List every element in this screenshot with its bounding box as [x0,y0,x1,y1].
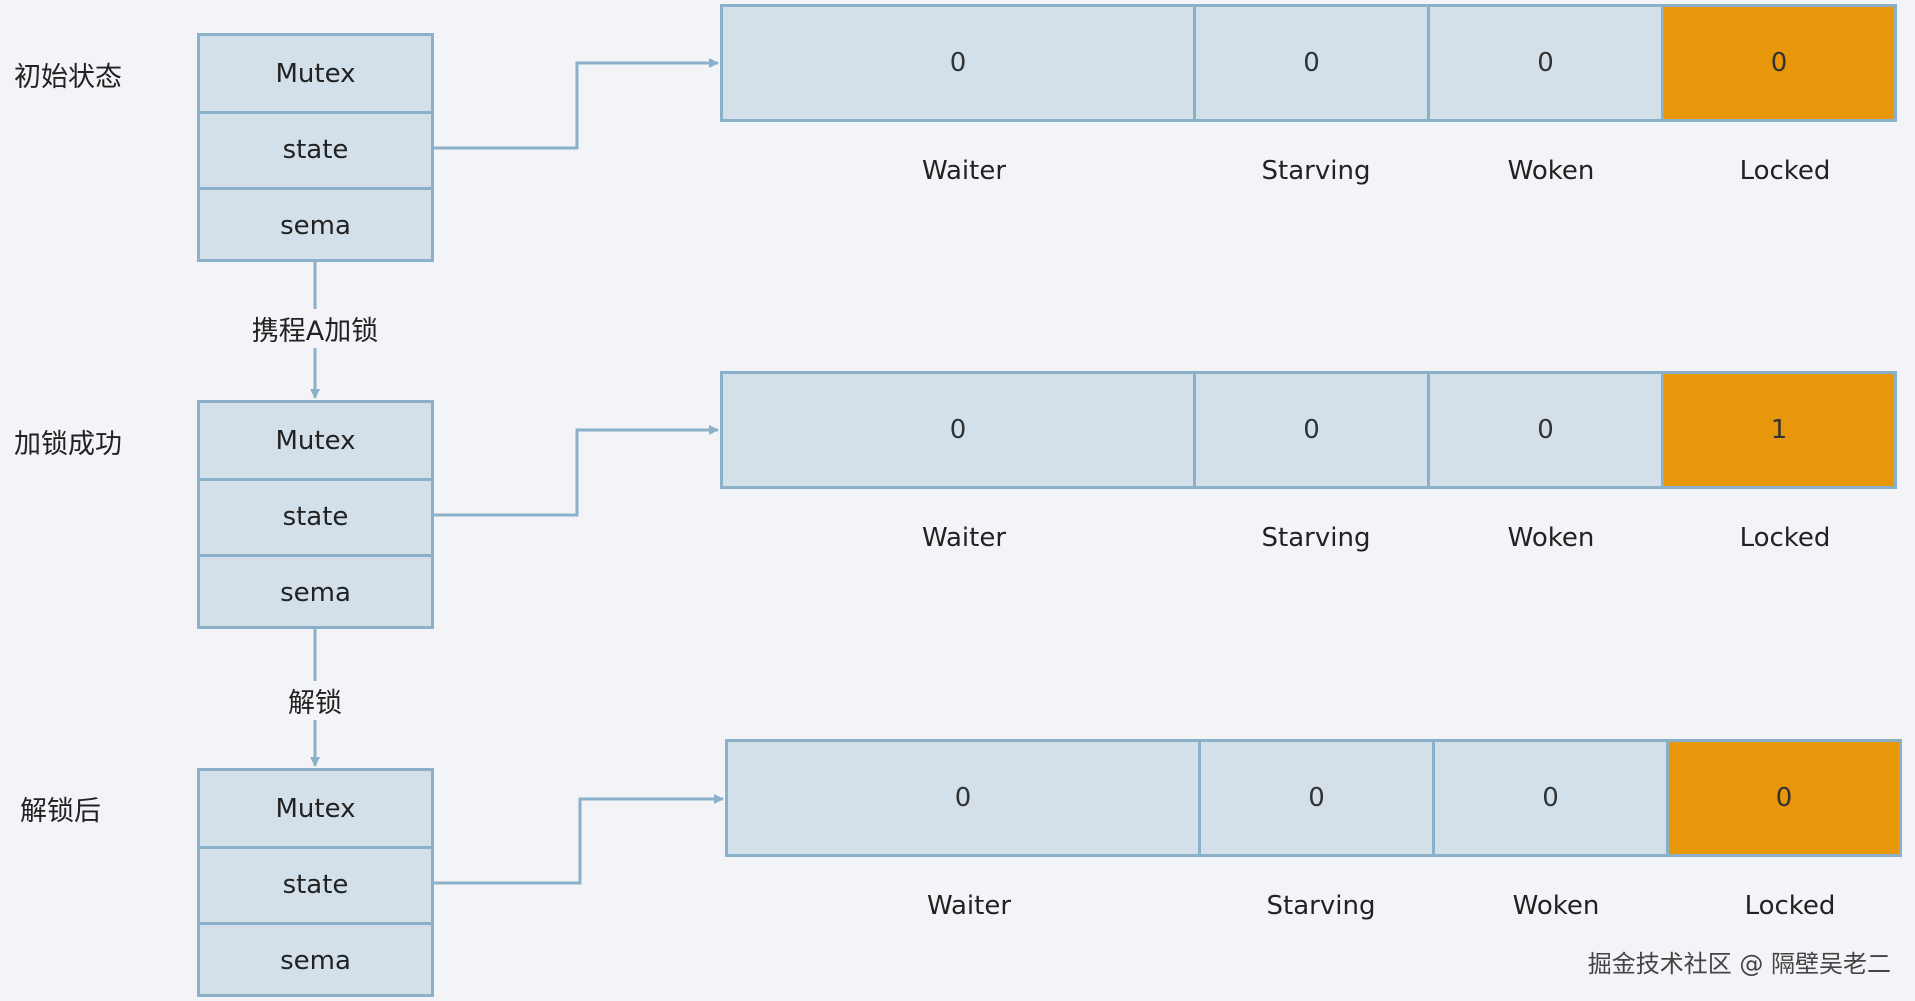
mutex-field-state: state [200,478,431,553]
transition-label: 携程A加锁 [247,309,383,348]
bit-name-woken: Woken [1507,523,1595,553]
mutex-struct: Mutex state sema [197,33,434,262]
bit-name-starving: Starving [1261,156,1371,186]
mutex-field-sema: sema [200,921,431,997]
bit-name-waiter: Waiter [921,523,1007,553]
mutex-field-mutex: Mutex [275,58,356,89]
bit-name-starving: Starving [1261,523,1371,553]
bit-waiter: 0 [949,48,967,78]
stage-label: 初始状态 [14,62,122,93]
mutex-field-sema: sema [200,553,431,629]
mutex-field-sema: sema [200,186,431,262]
bit-name-waiter: Waiter [926,891,1012,921]
bit-locked: 0 [1661,7,1894,119]
bit-locked: 1 [1661,374,1894,486]
state-bit-bar: 0 0 0 0 [720,4,1897,122]
stage-label: 解锁后 [20,796,101,827]
state-bit-bar: 0 0 0 0 [725,739,1902,857]
mutex-struct: Mutex state sema [197,768,434,997]
bit-woken: 0 [1427,7,1661,119]
bit-name-starving: Starving [1266,891,1376,921]
bit-name-locked: Locked [1739,156,1831,186]
state-connector-arrow [434,794,724,885]
bit-name-locked: Locked [1744,891,1836,921]
stage-label: 加锁成功 [14,429,122,460]
bit-name-woken: Woken [1512,891,1600,921]
state-connector-arrow [434,425,719,517]
bit-starving: 0 [1193,374,1427,486]
bit-name-waiter: Waiter [921,156,1007,186]
bit-woken: 0 [1432,742,1666,854]
bit-name-woken: Woken [1507,156,1595,186]
watermark: 掘金技术社区 @ 隔壁吴老二 [1587,950,1891,978]
bit-waiter: 0 [949,415,967,445]
bit-locked: 0 [1666,742,1899,854]
transition-label: 解锁 [284,681,346,720]
mutex-field-state: state [200,111,431,186]
state-bit-bar: 0 0 0 1 [720,371,1897,489]
bit-waiter: 0 [954,783,972,813]
mutex-field-mutex: Mutex [275,425,356,456]
bit-name-locked: Locked [1739,523,1831,553]
bit-woken: 0 [1427,374,1661,486]
mutex-field-mutex: Mutex [275,793,356,824]
bit-starving: 0 [1193,7,1427,119]
mutex-field-state: state [200,846,431,921]
mutex-struct: Mutex state sema [197,400,434,629]
bit-starving: 0 [1198,742,1432,854]
state-connector-arrow [434,58,719,150]
